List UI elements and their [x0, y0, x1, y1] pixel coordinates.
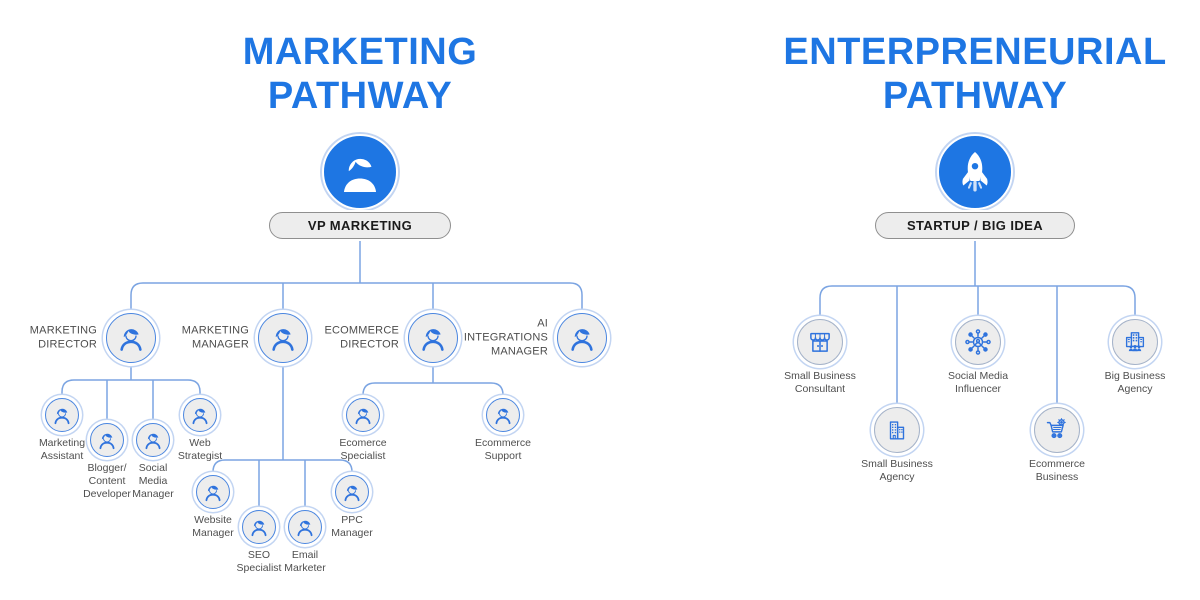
- startup-big-idea-badge: STARTUP / BIG IDEA: [875, 212, 1075, 239]
- shopping-cart-gear-icon: [1042, 415, 1072, 445]
- marketing-director-avatar: [106, 313, 156, 363]
- vp-marketing-badge: VP MARKETING: [269, 212, 451, 239]
- ai-integrations-manager-label: AI INTEGRATIONS MANAGER: [463, 317, 548, 357]
- node-marketing-director: MARKETING DIRECTOR: [30, 313, 156, 363]
- node-big-business-agency: Big Business Agency: [1105, 319, 1165, 395]
- social-media-influencer-badge: [955, 319, 1001, 365]
- web-strategist-avatar: [183, 398, 217, 432]
- node-ppc-manager: PPC Manager: [331, 475, 373, 539]
- marketing-manager-avatar: [258, 313, 308, 363]
- node-small-business-agency: Small Business Agency: [861, 407, 933, 483]
- ppc-manager-avatar: [335, 475, 369, 509]
- ecommerce-director-avatar: [408, 313, 458, 363]
- startup-avatar: [937, 134, 1013, 210]
- person-icon: [95, 428, 119, 452]
- person-icon: [335, 147, 385, 197]
- web-strategist-label: Web Strategist: [177, 437, 223, 463]
- marketing-assistant-label: Marketing Assistant: [38, 437, 86, 463]
- node-ai-integrations-manager: AI INTEGRATIONS MANAGER: [464, 313, 607, 363]
- node-ecommerce-support: Ecommerce Support: [475, 398, 531, 462]
- social-media-influencer-label: Social Media Influencer: [947, 370, 1009, 396]
- small-business-consultant-badge: [797, 319, 843, 365]
- office-buildings-people-icon: [1120, 327, 1150, 357]
- ecommerce-business-label: Ecommerce Business: [1028, 458, 1085, 484]
- vp-avatar: [322, 134, 398, 210]
- node-ecommerce-business: Ecommerce Business: [1029, 407, 1085, 483]
- ecommerce-support-avatar: [486, 398, 520, 432]
- person-icon: [247, 515, 271, 539]
- ecommerce-business-badge: [1034, 407, 1080, 453]
- social-media-manager-label: Social Media Manager: [132, 462, 174, 501]
- storefront-icon: [805, 327, 835, 357]
- person-icon: [351, 403, 375, 427]
- entrepreneurial-pathway-title: ENTERPRENEURIAL PATHWAY: [783, 31, 1167, 118]
- marketing-assistant-avatar: [45, 398, 79, 432]
- ai-integrations-manager-avatar: [557, 313, 607, 363]
- person-icon: [50, 403, 74, 427]
- ppc-manager-label: PPC Manager: [331, 514, 373, 540]
- node-ecomerce-specialist: Ecomerce Specialist: [339, 398, 387, 462]
- email-marketer-avatar: [288, 510, 322, 544]
- person-icon: [340, 480, 364, 504]
- small-business-consultant-label: Small Business Consultant: [784, 370, 856, 396]
- node-small-business-consultant: Small Business Consultant: [784, 319, 856, 395]
- big-business-agency-badge: [1112, 319, 1158, 365]
- website-manager-label: Website Manager: [192, 514, 234, 540]
- node-marketing-manager: MARKETING MANAGER: [182, 313, 308, 363]
- node-website-manager: Website Manager: [192, 475, 234, 539]
- person-icon: [491, 403, 515, 427]
- person-icon: [201, 480, 225, 504]
- small-business-agency-badge: [874, 407, 920, 453]
- marketing-pathway-title: MARKETING PATHWAY: [242, 31, 478, 118]
- node-marketing-assistant: Marketing Assistant: [39, 398, 85, 462]
- node-social-media-influencer: Social Media Influencer: [948, 319, 1008, 395]
- website-manager-avatar: [196, 475, 230, 509]
- ecommerce-support-label: Ecommerce Support: [474, 437, 531, 463]
- node-startup-big-idea: [937, 134, 1013, 210]
- social-network-icon: [962, 326, 994, 358]
- person-icon: [188, 403, 212, 427]
- node-seo-specialist: SEO Specialist: [237, 510, 281, 574]
- marketing-director-label: MARKETING DIRECTOR: [29, 324, 97, 350]
- person-icon: [565, 321, 599, 355]
- blogger-content-developer-avatar: [90, 423, 124, 457]
- buildings-icon: [882, 415, 912, 445]
- seo-specialist-avatar: [242, 510, 276, 544]
- social-media-manager-avatar: [136, 423, 170, 457]
- small-business-agency-label: Small Business Agency: [861, 458, 933, 484]
- node-web-strategist: Web Strategist: [178, 398, 222, 462]
- entrepreneurial-connectors: [819, 239, 1136, 430]
- blogger-content-developer-label: Blogger/ Content Developer: [83, 462, 131, 501]
- marketing-manager-label: MARKETING MANAGER: [181, 324, 249, 350]
- node-email-marketer: Email Marketer: [284, 510, 326, 574]
- rocket-icon: [950, 147, 1000, 197]
- ecomerce-specialist-label: Ecomerce Specialist: [339, 437, 387, 463]
- big-business-agency-label: Big Business Agency: [1104, 370, 1166, 396]
- seo-specialist-label: SEO Specialist: [236, 549, 282, 575]
- email-marketer-label: Email Marketer: [284, 549, 326, 575]
- node-social-media-manager: Social Media Manager: [132, 423, 174, 500]
- node-blogger-content-developer: Blogger/ Content Developer: [83, 423, 131, 500]
- ecommerce-director-label: ECOMMERCE DIRECTOR: [324, 324, 399, 350]
- node-ecommerce-director: ECOMMERCE DIRECTOR: [324, 313, 458, 363]
- node-vp-marketing: [322, 134, 398, 210]
- ecomerce-specialist-avatar: [346, 398, 380, 432]
